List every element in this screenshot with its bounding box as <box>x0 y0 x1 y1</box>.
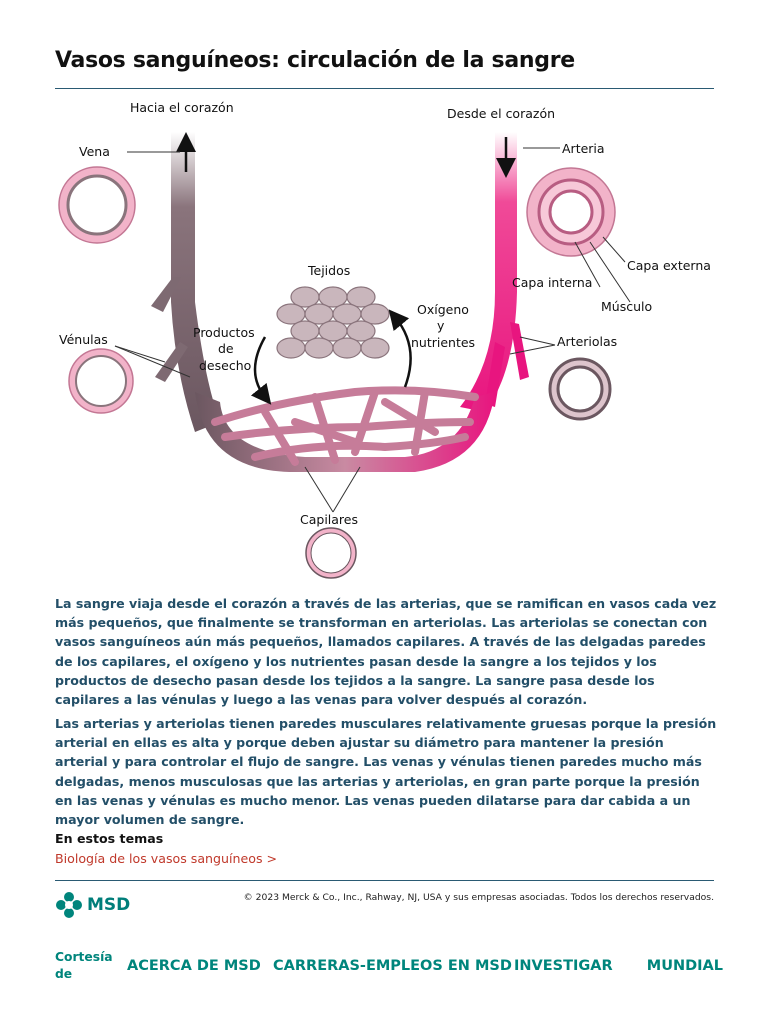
footer-divider <box>55 880 714 881</box>
label-venules: Vénulas <box>59 332 108 347</box>
topics-title: En estos temas <box>55 831 164 846</box>
msd-logo-text: MSD <box>87 895 131 915</box>
label-waste-1: Productos <box>193 325 255 340</box>
header-divider <box>55 88 714 89</box>
label-artery: Arteria <box>562 141 605 156</box>
paragraph-1: La sangre viaja desde el corazón a travé… <box>55 596 717 708</box>
label-tissues: Tejidos <box>307 263 350 278</box>
label-capillaries: Capilares <box>300 512 358 527</box>
label-waste-2: de <box>218 341 234 356</box>
label-oxygen-2: y <box>437 318 445 333</box>
label-oxygen-1: Oxígeno <box>417 302 469 317</box>
label-oxygen-3: nutrientes <box>411 335 475 350</box>
msd-logo[interactable]: MSD <box>55 890 135 920</box>
nav-careers[interactable]: CARRERAS-EMPLEOS EN MSD <box>273 958 512 974</box>
circulation-diagram: Hacia el corazón Desde el corazón Vena A… <box>55 92 715 582</box>
msd-logo-icon <box>56 892 82 918</box>
label-vein: Vena <box>79 144 110 159</box>
label-from-heart: Desde el corazón <box>447 106 555 121</box>
courtesy-label: Cortesía de <box>55 950 113 981</box>
vein-trunk <box>171 132 220 432</box>
nav-about-msd[interactable]: ACERCA DE MSD <box>127 958 261 974</box>
nav-research[interactable]: INVESTIGAR <box>514 958 613 974</box>
label-to-heart: Hacia el corazón <box>130 100 234 115</box>
paragraph-2: Las arterias y arteriolas tienen paredes… <box>55 716 717 828</box>
label-inner-layer: Capa interna <box>512 275 592 290</box>
artery-trunk <box>460 132 517 412</box>
capillary-network <box>211 386 479 466</box>
tissue-cells <box>276 286 390 359</box>
circulation-svg: Hacia el corazón Desde el corazón Vena A… <box>58 100 711 579</box>
nav-global[interactable]: MUNDIAL <box>646 958 723 974</box>
label-waste-3: desecho <box>199 358 251 373</box>
topic-link-blood-vessel-biology[interactable]: Biología de los vasos sanguíneos > <box>55 851 278 866</box>
label-arterioles: Arteriolas <box>557 334 617 349</box>
copyright-text: © 2023 Merck & Co., Inc., Rahway, NJ, US… <box>243 892 714 903</box>
label-muscle: Músculo <box>601 299 652 314</box>
label-outer-layer: Capa externa <box>627 258 711 273</box>
page-title: Vasos sanguíneos: circulación de la sang… <box>55 48 575 73</box>
